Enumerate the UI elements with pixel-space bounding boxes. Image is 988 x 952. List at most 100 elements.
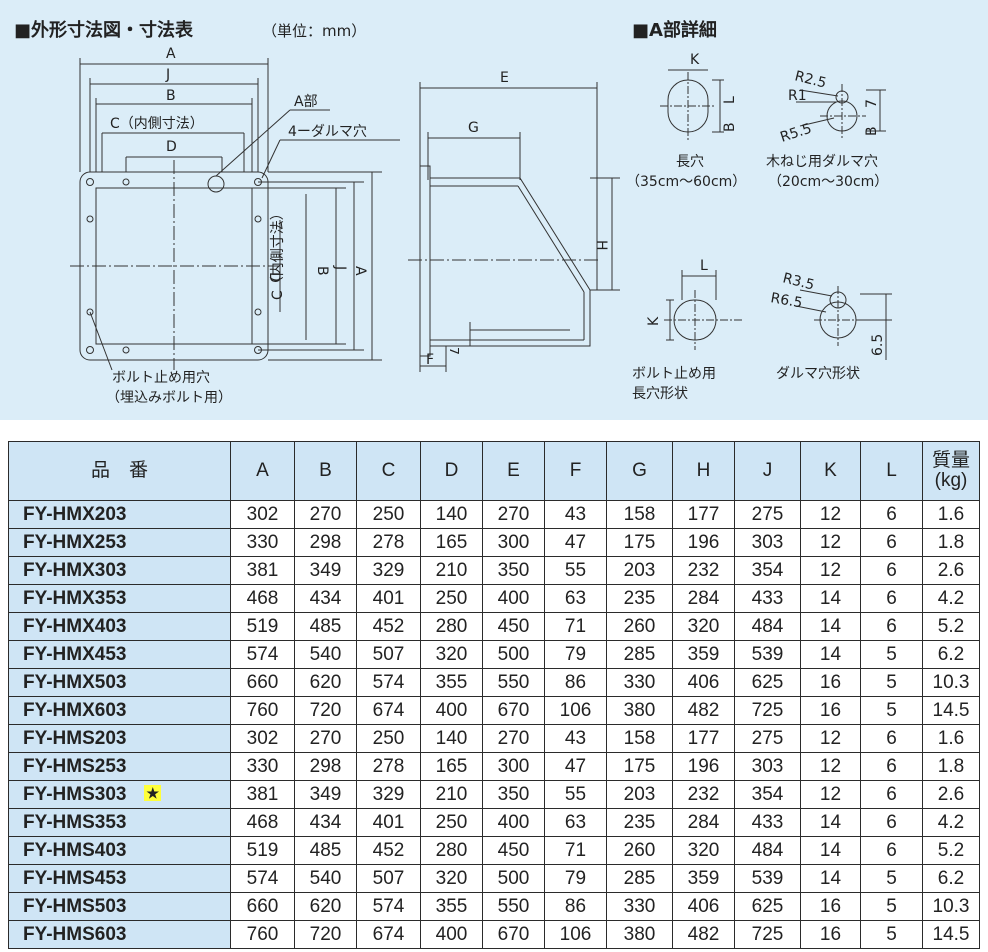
table-cell: 574 [230,864,295,893]
table-cell: 6 [860,724,923,753]
table-cell: 235 [606,584,673,613]
table-cell: 485 [294,836,357,865]
table-cell: 270 [482,500,545,529]
model-number-cell: FY-HMX403 [8,612,231,641]
table-cell: 270 [294,500,357,529]
table-cell: 16 [800,892,861,921]
table-header-9: J [734,441,801,501]
table-cell: 330 [606,668,673,697]
table-cell: 210 [420,556,483,585]
shape-r3-5: R3.5 [781,270,816,293]
table-header-2: B [294,441,357,501]
table-cell: 359 [672,640,735,669]
table-cell: 2.6 [922,556,980,585]
table-cell: 2.6 [922,780,980,809]
table-cell: 6 [860,836,923,865]
table-cell: 6 [860,500,923,529]
model-number: FY-HMS403 [23,839,127,861]
table-cell: 620 [294,668,357,697]
table-cell: 260 [606,612,673,641]
table-cell: 5 [860,892,923,921]
table-cell: 670 [482,920,545,949]
dim-c-top: C（内側寸法） [110,116,204,132]
table-cell: 10.3 [922,892,980,921]
table-cell: 6 [860,752,923,781]
table-cell: 175 [606,752,673,781]
table-header-11: L [860,441,923,501]
table-cell: 278 [356,752,421,781]
table-cell: 12 [800,528,861,557]
table-cell: 485 [294,612,357,641]
model-number-cell: FY-HMS203 [8,724,231,753]
dimension-drawing: ■外形寸法図・寸法表 （単位：mm） ■A部詳細 [0,0,988,420]
table-cell: 354 [734,556,801,585]
table-cell: 302 [230,724,295,753]
table-cell: 232 [672,780,735,809]
daruma-7: 7 [864,99,880,108]
model-number-cell: FY-HMS253 [8,752,231,781]
table-header-3: C [356,441,421,501]
drawing-title: ■外形寸法図・寸法表 [14,19,194,41]
model-number-cell: FY-HMX203 [8,500,231,529]
daruma-caption: 木ねじ用ダルマ穴 [766,154,878,170]
table-cell: 452 [356,836,421,865]
table-cell: 401 [356,584,421,613]
table-cell: 329 [356,780,421,809]
table-cell: 620 [294,892,357,921]
model-number-cell: FY-HMS503 [8,892,231,921]
table-cell: 106 [544,696,607,725]
dim-a-top: A [166,46,176,62]
table-cell: 720 [294,920,357,949]
table-header-6: F [544,441,607,501]
table-cell: 284 [672,808,735,837]
table-cell: 1.8 [922,752,980,781]
table-header-7: G [606,441,673,501]
table-cell: 12 [800,752,861,781]
table-cell: 14 [800,864,861,893]
table-cell: 433 [734,808,801,837]
table-cell: 574 [356,892,421,921]
table-cell: 539 [734,640,801,669]
table-cell: 16 [800,668,861,697]
table-cell: 140 [420,500,483,529]
model-number: FY-HMX203 [23,503,127,525]
table-cell: 270 [482,724,545,753]
table-cell: 720 [294,696,357,725]
side-view [408,82,620,372]
table-cell: 660 [230,892,295,921]
table-cell: 507 [356,640,421,669]
table-cell: 12 [800,500,861,529]
table-cell: 540 [294,640,357,669]
table-cell: 14 [800,584,861,613]
table-cell: 14.5 [922,920,980,949]
table-cell: 298 [294,528,357,557]
dim-b-side: B [314,266,330,276]
table-cell: 381 [230,556,295,585]
table-cell: 6 [860,780,923,809]
model-number: FY-HMX453 [23,643,127,665]
dim-a-side: A [352,266,368,276]
model-number: FY-HMS453 [23,867,127,889]
detail-daruma-shape [795,286,892,360]
dim-e: E [500,70,509,86]
dim-g: G [468,120,479,136]
slot-caption: 長穴 [676,154,704,170]
table-cell: 5 [860,920,923,949]
table-cell: 434 [294,584,357,613]
table-cell: 47 [544,528,607,557]
table-cell: 16 [800,696,861,725]
table-cell: 6.2 [922,640,980,669]
callout-a-part: A部 [294,94,318,110]
table-cell: 400 [482,808,545,837]
table-header-1: A [230,441,295,501]
table-cell: 330 [230,528,295,557]
table-cell: 196 [672,752,735,781]
slot-l: L [722,96,738,104]
table-cell: 280 [420,612,483,641]
table-cell: 285 [606,864,673,893]
table-cell: 330 [230,752,295,781]
